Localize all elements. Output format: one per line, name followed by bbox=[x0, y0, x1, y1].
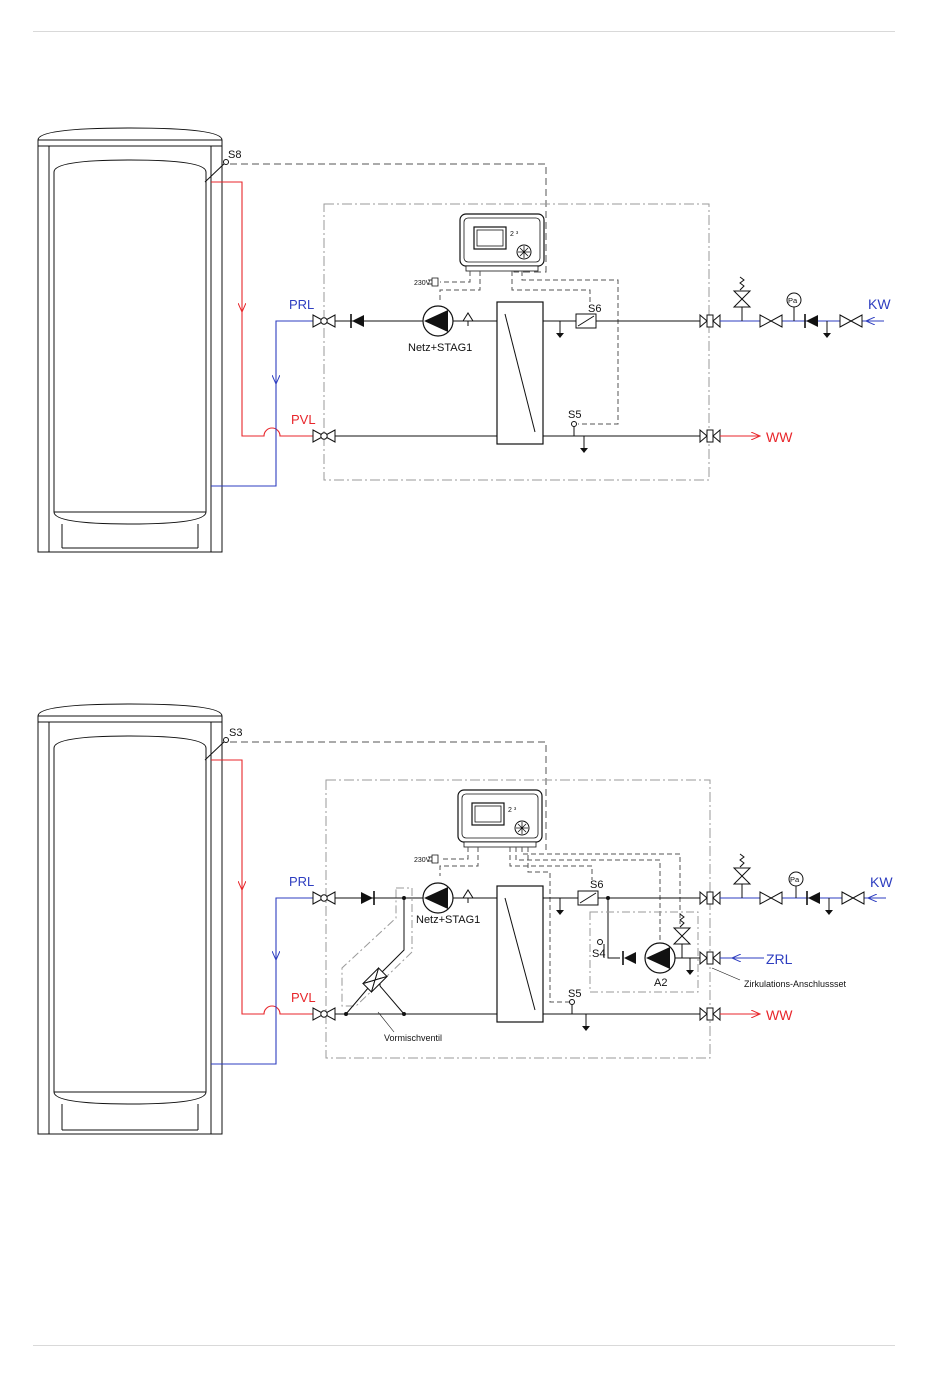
label-vormischventil: Vormischventil bbox=[384, 1033, 442, 1043]
label-prl-2: PRL bbox=[289, 874, 314, 889]
circulation-branch bbox=[608, 898, 620, 958]
storage-tank-2 bbox=[38, 704, 222, 1134]
drain-2b-icon bbox=[582, 1014, 590, 1031]
shutoff-valve-kw-2-icon bbox=[760, 892, 782, 904]
label-pa: Pa bbox=[788, 296, 798, 305]
sensor-s3-label: S3 bbox=[229, 727, 242, 739]
label-zirkulations-anschlussset: Zirkulations-Anschlussset bbox=[744, 979, 847, 989]
check-valve-2-icon bbox=[361, 891, 374, 905]
sensor-s4-icon bbox=[598, 940, 603, 945]
air-vent-2-icon bbox=[463, 890, 473, 903]
label-kw: KW bbox=[868, 296, 891, 312]
diagram-1: S8 PRL PVL 230V Netz+STAG1 bbox=[38, 128, 891, 552]
label-s4: S4 bbox=[592, 948, 605, 960]
drain-2-icon bbox=[556, 898, 564, 915]
sensor-s3-icon bbox=[224, 738, 229, 743]
return-line-blue-2 bbox=[211, 898, 314, 1064]
shutoff-valve-kw2-icon bbox=[840, 315, 862, 327]
label-prl: PRL bbox=[289, 297, 314, 312]
drain-icon-2 bbox=[580, 436, 588, 453]
safety-valve-2-icon bbox=[734, 854, 750, 898]
pump-cable-2 bbox=[440, 847, 478, 876]
label-kw-2: KW bbox=[870, 874, 893, 890]
pump-icon bbox=[423, 306, 453, 336]
sensor-s3-lead bbox=[205, 740, 226, 760]
label-pvl: PVL bbox=[291, 412, 316, 427]
ball-valve-pvl2-icon bbox=[313, 1008, 335, 1020]
sensor-s5-2-icon bbox=[570, 1000, 575, 1005]
mixing-valve-frame bbox=[342, 888, 412, 1006]
label-s5-2: S5 bbox=[568, 988, 581, 1000]
drain-icon bbox=[556, 321, 564, 338]
check-valve-zrl-icon bbox=[623, 951, 636, 965]
check-valve-kw-2-icon bbox=[807, 891, 820, 905]
return-line-blue bbox=[211, 321, 314, 486]
pump-a2-icon bbox=[645, 943, 675, 973]
union-kw-icon bbox=[700, 315, 720, 327]
label-230v-2: 230V bbox=[414, 857, 431, 864]
label-a2: A2 bbox=[654, 977, 667, 989]
union-ww-icon bbox=[700, 430, 720, 442]
drain-kw-2-icon bbox=[825, 898, 833, 915]
drain-zrl-icon bbox=[686, 958, 694, 975]
drain-kw-icon bbox=[823, 321, 831, 338]
storage-tank bbox=[38, 128, 222, 552]
pump-2-icon bbox=[423, 883, 453, 913]
label-ww-2: WW bbox=[766, 1007, 793, 1023]
pump-label: Netz+STAG1 bbox=[408, 342, 472, 354]
label-s5: S5 bbox=[568, 409, 581, 421]
pump-label-2: Netz+STAG1 bbox=[416, 914, 480, 926]
diagram-2: S3 PRL PVL 230V Netz+STAG1 bbox=[38, 704, 893, 1134]
union-kw2-icon bbox=[700, 892, 720, 904]
ball-valve-prl2-icon bbox=[313, 892, 335, 904]
union-ww2-icon bbox=[700, 1008, 720, 1020]
check-valve-icon bbox=[351, 314, 364, 328]
power-cable bbox=[440, 271, 470, 282]
air-vent-icon bbox=[463, 313, 473, 326]
vormisch-leader bbox=[378, 1012, 394, 1032]
junction-dot-3 bbox=[402, 1012, 406, 1016]
s6-cable bbox=[512, 271, 590, 302]
junction-dot bbox=[402, 896, 406, 900]
controller-icon bbox=[460, 214, 544, 271]
sensor-s5-icon bbox=[572, 422, 577, 427]
safety-valve-icon bbox=[734, 277, 750, 321]
safety-valve-zrl-icon bbox=[674, 914, 690, 958]
zirk-leader bbox=[712, 968, 740, 980]
sensor-s8-lead bbox=[205, 162, 226, 182]
label-s6-2: S6 bbox=[590, 879, 603, 891]
controller-icon-2 bbox=[458, 790, 542, 847]
label-zrl: ZRL bbox=[766, 951, 793, 967]
mixing-valve-icon bbox=[363, 968, 387, 992]
label-s6: S6 bbox=[588, 303, 601, 315]
shutoff-valve-kw2b-icon bbox=[842, 892, 864, 904]
shutoff-valve-kw-icon bbox=[760, 315, 782, 327]
label-230v: 230V bbox=[414, 280, 431, 287]
check-valve-kw-icon bbox=[805, 314, 818, 328]
label-pvl-2: PVL bbox=[291, 990, 316, 1005]
label-pa-2: Pa bbox=[790, 875, 800, 884]
sensor-s8-label: S8 bbox=[228, 149, 241, 161]
label-ww: WW bbox=[766, 429, 793, 445]
power-cable-2 bbox=[440, 847, 468, 859]
junction-dot-2 bbox=[344, 1012, 348, 1016]
union-zrl-icon bbox=[700, 952, 720, 964]
pump-cable bbox=[440, 271, 480, 300]
